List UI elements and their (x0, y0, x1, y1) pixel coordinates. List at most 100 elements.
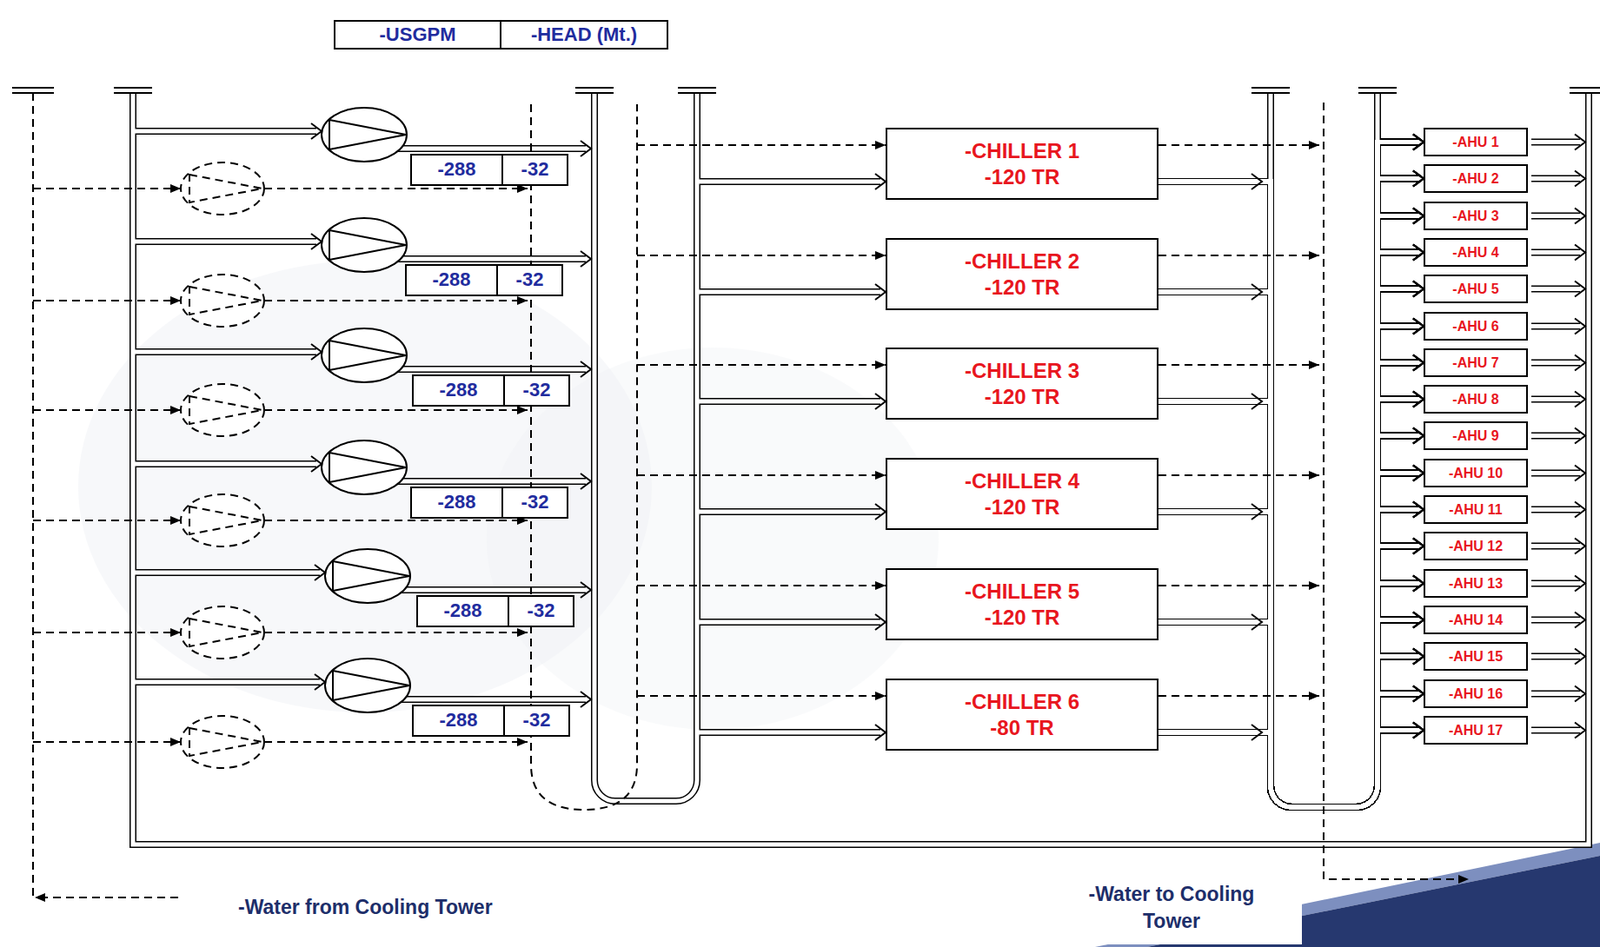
supply-pipe (1158, 181, 1419, 808)
supply-pipe (1158, 216, 1419, 809)
unit-name: -AHU 10 (1448, 464, 1503, 482)
supply-pipe (1158, 181, 1419, 808)
supply-pipe (1158, 292, 1419, 808)
supply-pipe (1158, 181, 1419, 808)
supply-pipe (1158, 399, 1419, 809)
supply-pipe (1158, 401, 1419, 808)
supply-pipe (1158, 399, 1419, 809)
ahu-box: -AHU 6 (1423, 312, 1528, 341)
pipe-inner (1158, 620, 1419, 809)
ahu-box: -AHU 3 (1423, 201, 1528, 231)
head-value: -32 (521, 491, 550, 514)
pipe-inner (1158, 399, 1419, 809)
pipe-inner (1158, 181, 1419, 808)
supply-pipe (1158, 363, 1419, 809)
supply-pipe (1158, 401, 1419, 808)
pipe-inner (1158, 401, 1419, 808)
chiller-box: -CHILLER 1-120 TR (885, 127, 1159, 200)
pipe-inner (1158, 292, 1419, 808)
flow-value-box: -288 (416, 595, 510, 628)
supply-pipe (1158, 546, 1419, 809)
pipe-walls (132, 92, 1589, 845)
chiller-box: -CHILLER 3-120 TR (885, 347, 1159, 420)
supply-pipe (1158, 401, 1419, 808)
supply-pipe (1158, 511, 1419, 808)
supply-pipe (1158, 252, 1419, 809)
ahu-box: -AHU 9 (1423, 421, 1528, 451)
supply-pipe (1158, 436, 1419, 809)
supply-pipe (1158, 363, 1419, 809)
pipe-inner (1158, 181, 1419, 808)
pipe-inner (1158, 546, 1419, 809)
pipe-inner (1158, 142, 1419, 809)
pipe-inner (1158, 289, 1419, 809)
unit-name: -CHILLER 1 (964, 138, 1080, 165)
pipe-inner (1158, 657, 1419, 809)
pipe-inner (1158, 216, 1419, 809)
supply-pipe (1158, 179, 1419, 809)
table-header: -HEAD (Mt.) (531, 23, 638, 47)
ahu-box: -AHU 12 (1423, 531, 1528, 561)
pipe-inner (1158, 252, 1419, 809)
pipe-inner (1158, 401, 1419, 808)
pipe-inner (1158, 401, 1419, 808)
supply-pipe (1158, 326, 1419, 809)
pipe-inner (1158, 179, 1419, 809)
pipe-inner (1158, 546, 1419, 809)
supply-pipe (1158, 292, 1419, 808)
pipe-inner (1158, 179, 1419, 809)
unit-name: -AHU 15 (1448, 648, 1503, 665)
head-value-box: -32 (501, 153, 569, 186)
unit-name: -AHU 11 (1448, 501, 1502, 518)
pipe-inner (1158, 511, 1419, 808)
capacity-label: -120 TR (984, 604, 1061, 631)
pipe-inner (1158, 363, 1419, 809)
supply-pipe (1158, 401, 1419, 808)
unit-name: -AHU 16 (1448, 685, 1503, 703)
pipe-inner (1158, 510, 1419, 809)
ahu-box: -AHU 16 (1423, 679, 1528, 709)
flow-value: -288 (431, 268, 471, 292)
supply-pipe (1158, 292, 1419, 808)
supply-pipe (1158, 181, 1419, 808)
pipe-inner (1158, 401, 1419, 808)
unit-name: -AHU 1 (1452, 133, 1499, 151)
supply-pipe (1158, 584, 1419, 809)
ahu-box: -AHU 14 (1423, 605, 1528, 635)
unit-name: -AHU 17 (1448, 722, 1503, 739)
supply-pipe (1158, 181, 1419, 808)
pipe-inner (1158, 510, 1419, 809)
supply-pipe (1158, 326, 1419, 809)
unit-name: -AHU 3 (1452, 207, 1499, 225)
pipe-inner (1158, 181, 1419, 808)
pipe-inner (1158, 181, 1419, 808)
flow-value: -288 (437, 158, 476, 181)
unit-name: -CHILLER 5 (964, 578, 1080, 605)
supply-pipe (1158, 216, 1419, 809)
pipe-inner (1158, 363, 1419, 809)
supply-pipe (1158, 181, 1419, 808)
pipe-inner (1158, 216, 1419, 809)
supply-pipe (1158, 620, 1419, 809)
pipe-inner (1158, 401, 1419, 808)
supply-pipe (1158, 181, 1419, 808)
supply-pipe (1158, 179, 1419, 809)
pipe-inner (1158, 181, 1419, 808)
unit-name: -CHILLER 6 (964, 689, 1080, 716)
unit-name: -AHU 4 (1452, 244, 1499, 261)
pipe-inner (1158, 179, 1419, 809)
destination-note-box: -Water to Cooling Tower (1041, 871, 1302, 945)
pipe-inner (1158, 181, 1419, 808)
chiller-box: -CHILLER 2-120 TR (885, 238, 1159, 311)
pipe-inner (1158, 326, 1419, 809)
pipe-inner (1158, 401, 1419, 808)
pipe-inner (1158, 181, 1419, 808)
pipe-inner (1158, 584, 1419, 809)
flow-value: -288 (443, 599, 482, 623)
pipe-inner (1158, 694, 1419, 809)
supply-pipe (1158, 142, 1419, 809)
ahu-box: -AHU 7 (1423, 348, 1528, 378)
pump-symbol (325, 658, 411, 713)
supply-pipe (1158, 473, 1419, 809)
flow-value-box: -288 (410, 153, 504, 186)
